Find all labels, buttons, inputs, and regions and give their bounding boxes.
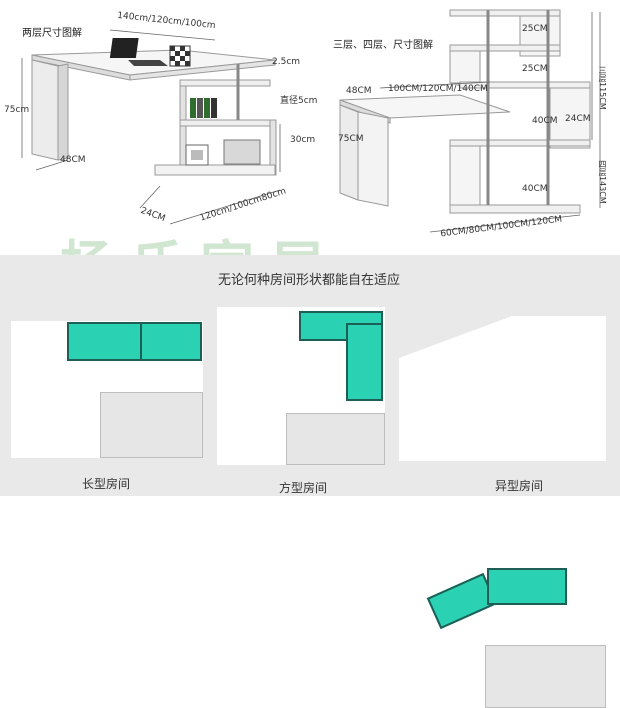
room-caption-irregular: 异型房间 (495, 479, 544, 493)
shelf4-height-label: 40CM (522, 184, 548, 194)
floor-area (485, 645, 606, 708)
three-layer-height-label: 三层115CM (598, 66, 607, 110)
multi-layer-diagram-title: 三层、四层、尺寸图解 (333, 40, 433, 51)
shelf3-height-label: 40CM (532, 116, 558, 126)
room-layouts-heading: 无论何种房间形状都能自在适应 (218, 273, 401, 288)
floor-area (286, 413, 385, 465)
desk-segment (67, 322, 143, 361)
irregular-room-plan (399, 316, 606, 461)
desk-depth-label: 48CM (60, 155, 86, 165)
shelf1-height-label: 25CM (522, 24, 548, 34)
shelf-height-label: 30cm (290, 135, 316, 145)
shelf2-height-label: 25CM (522, 64, 548, 74)
multi-layer-desk-drawing (339, 9, 601, 233)
room-caption-square: 方型房间 (279, 481, 328, 495)
desk-segment (487, 568, 567, 605)
pole-diameter-label: 直径5cm (280, 96, 318, 106)
product-dimension-section: 两层尺寸图解 140cm/120cm/100cm 2.5cm 75cm 直径5c… (0, 0, 620, 255)
four-layer-height-label: 四层143CM (598, 160, 607, 204)
right-desk-height-label: 75CM (338, 134, 364, 144)
tower-shelf-depth-label: 24CM (565, 114, 591, 124)
two-layer-diagram-title: 两层尺寸图解 (22, 28, 82, 39)
floor-area (100, 392, 203, 458)
two-layer-desk-drawing (21, 29, 281, 225)
long-room-plan (11, 321, 203, 458)
desk-thickness-label: 2.5cm (272, 57, 301, 67)
desk-segment (346, 323, 383, 401)
room-layouts-section: 无论何种房间形状都能自在适应 长型房间 方型房间 异型房间 (0, 255, 620, 708)
desk-height-label: 75cm (4, 105, 30, 115)
room-caption-long: 长型房间 (82, 477, 131, 491)
desk-segment (140, 322, 202, 361)
square-room-plan (217, 307, 385, 465)
right-desk-depth-label: 48CM (346, 86, 372, 96)
right-desk-width-label: 100CM/120CM/140CM (388, 84, 488, 94)
